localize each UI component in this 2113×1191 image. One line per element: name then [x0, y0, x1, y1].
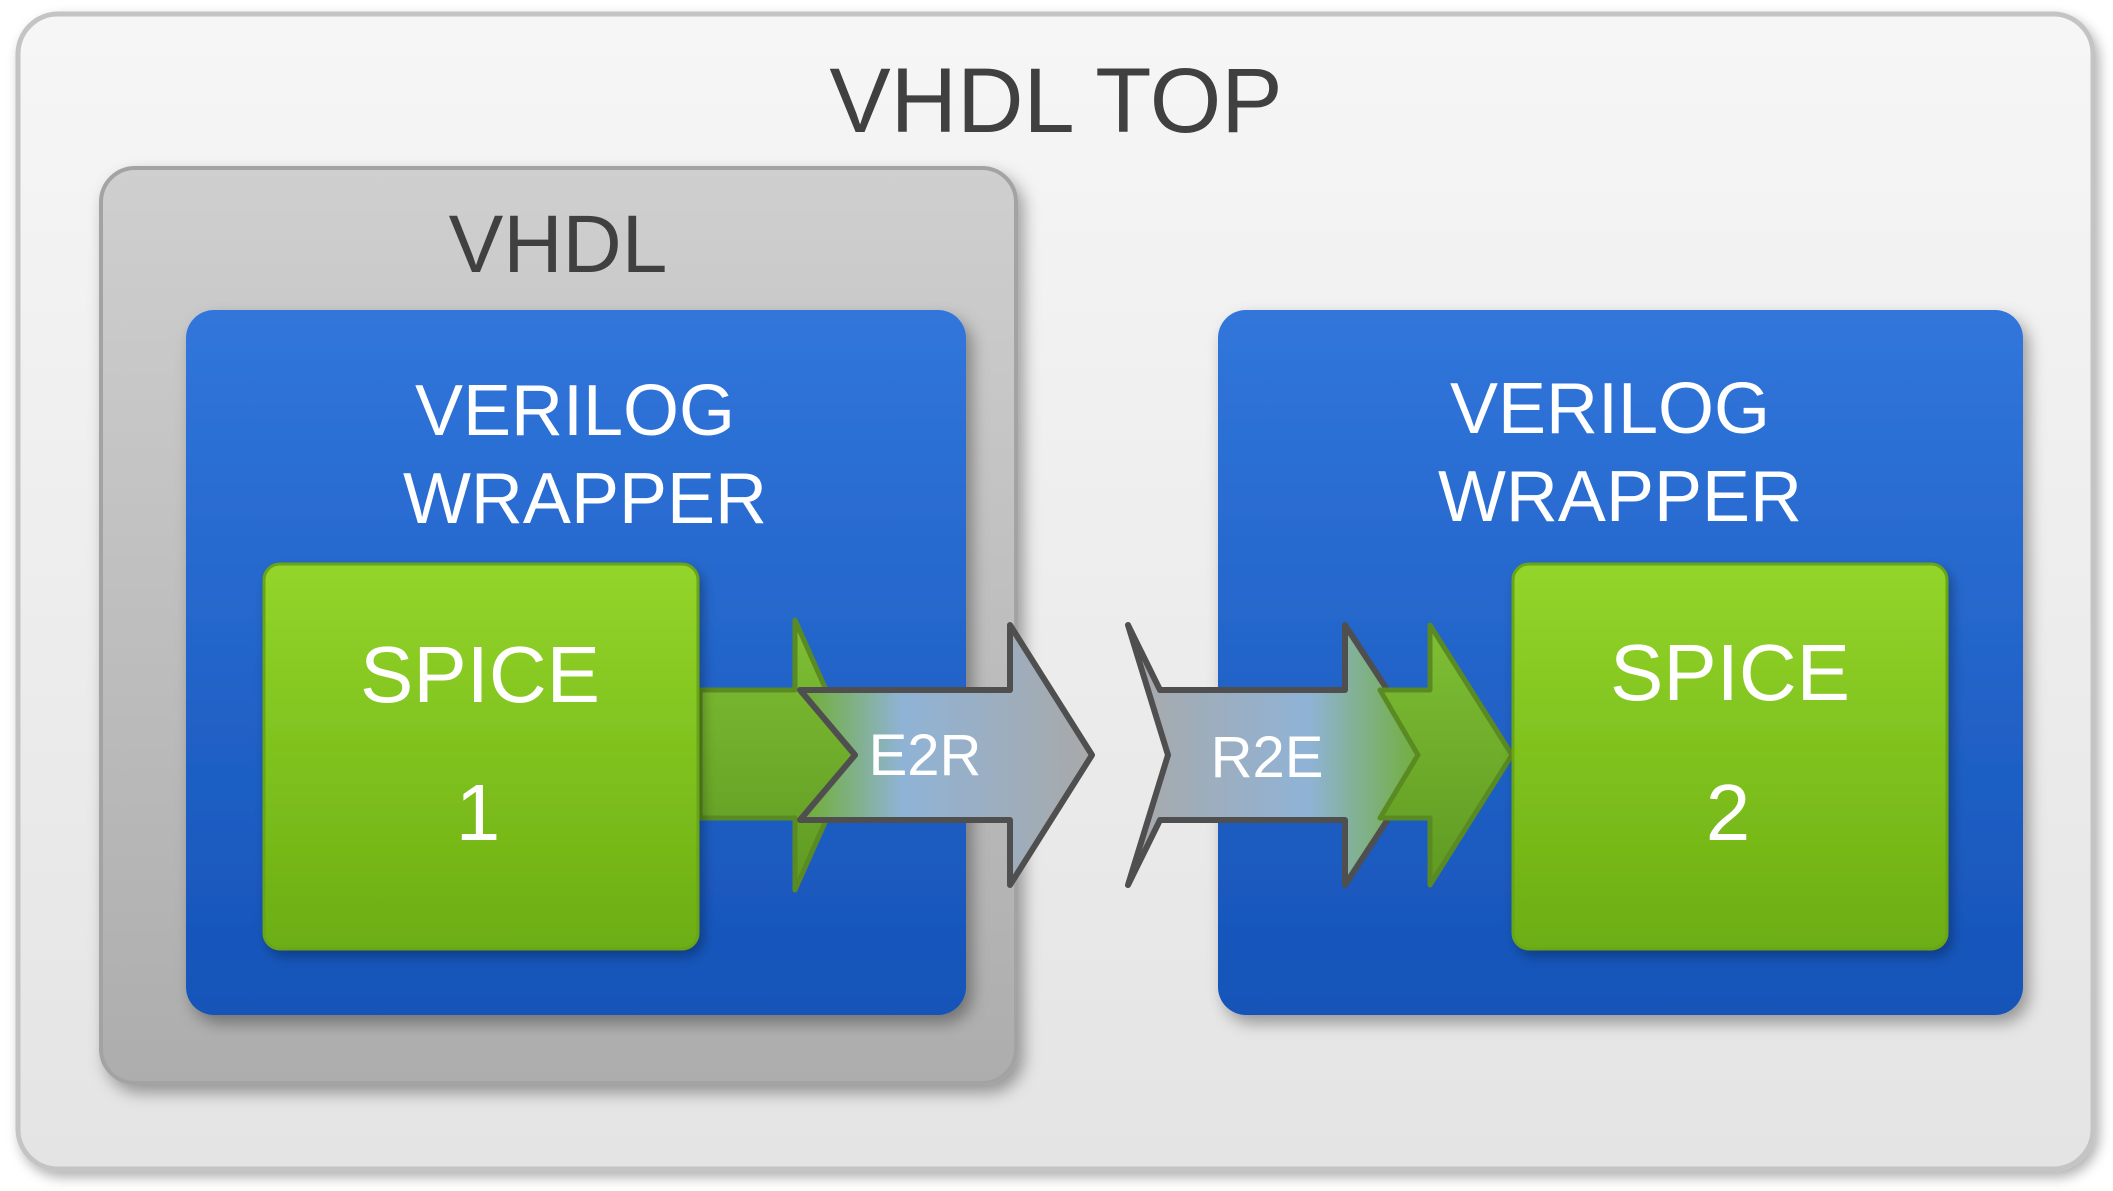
verilog-wrapper-right-line1: VERILOG	[1450, 369, 1770, 449]
arrow-spice2-in	[1377, 622, 1515, 888]
vhdl-top-title: VHDL TOP	[829, 50, 1282, 152]
vhdl-title: VHDL	[449, 199, 668, 290]
spice-1-number: 1	[456, 768, 501, 857]
e2r-arrow-shape	[797, 622, 1095, 888]
r2e-arrow-shape	[1125, 622, 1433, 888]
verilog-wrapper-right-line2: WRAPPER	[1438, 457, 1802, 537]
spice-2-number: 2	[1706, 768, 1751, 857]
spice-block-1: SPICE 1	[262, 562, 700, 951]
r2e-label: R2E	[1211, 725, 1324, 790]
verilog-wrapper-left-line2: WRAPPER	[403, 459, 767, 539]
verilog-wrapper-left-line1: VERILOG	[415, 371, 735, 451]
spice-block-2: SPICE 2	[1511, 562, 1949, 951]
spice-2-label: SPICE	[1610, 628, 1850, 717]
e2r-label: E2R	[869, 723, 982, 788]
connector-arrows: E2R R2E	[697, 617, 1515, 893]
spice-1-label: SPICE	[360, 630, 600, 719]
